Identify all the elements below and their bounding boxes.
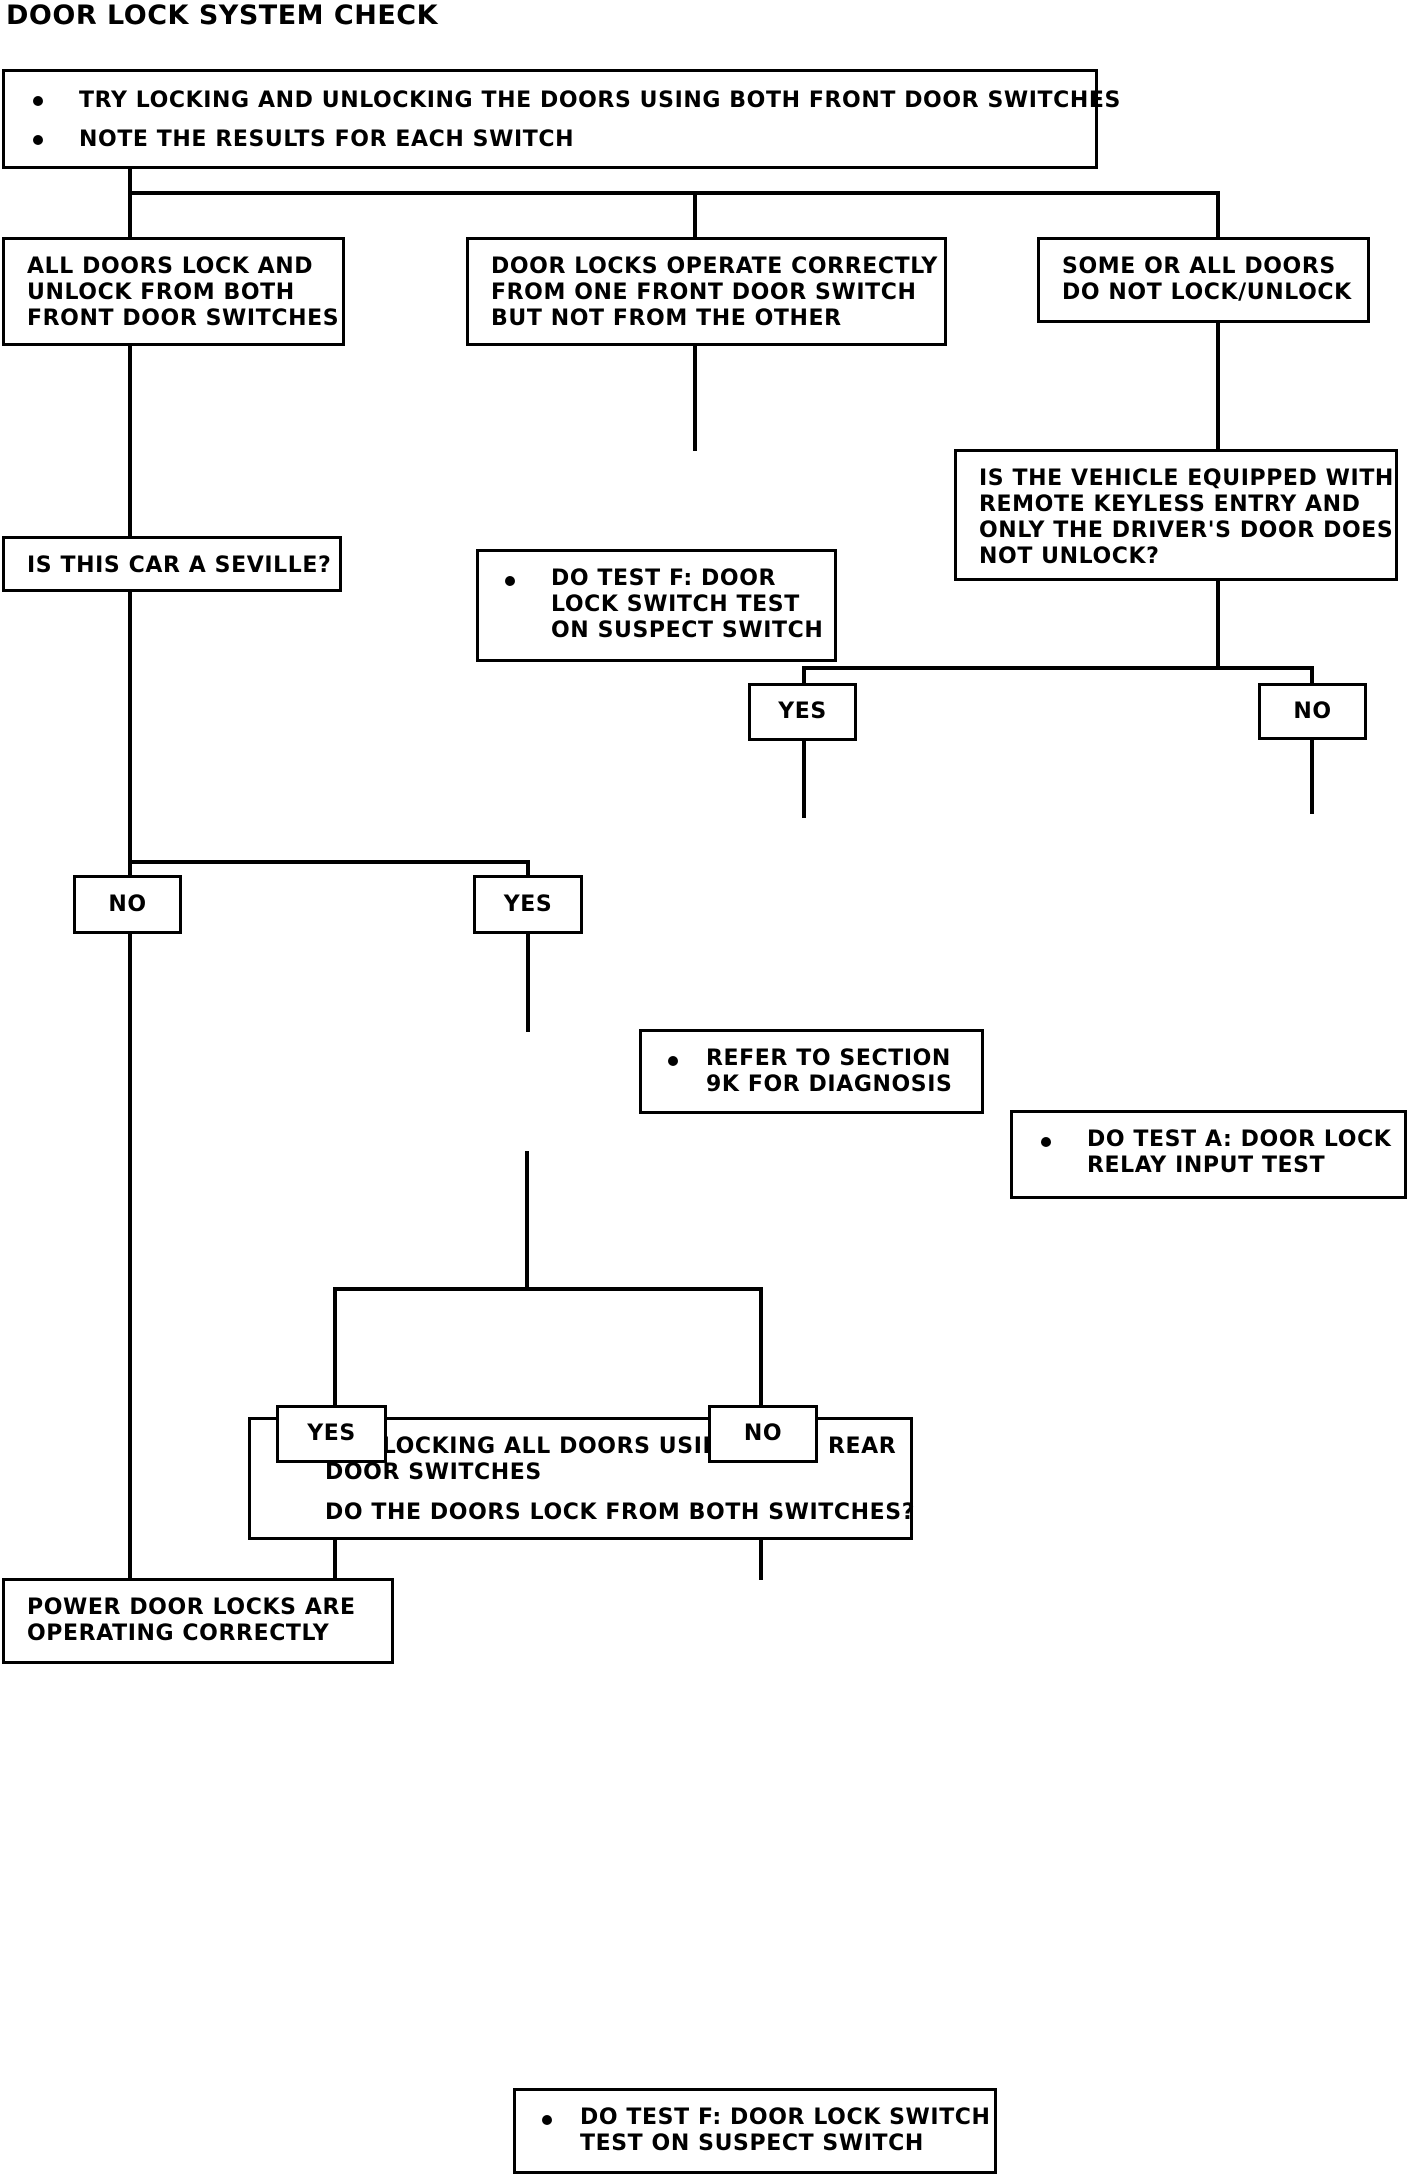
box-line: DOOR SWITCHES — [325, 1460, 542, 1485]
box-line: ALL DOORS LOCK AND — [27, 254, 314, 279]
bullet-icon — [1041, 1137, 1051, 1147]
rear-yes-label: YES — [276, 1405, 387, 1463]
some-doors-box: SOME OR ALL DOORS DO NOT LOCK/UNLOCK — [1037, 237, 1370, 323]
box-line: DO TEST F: DOOR — [551, 566, 777, 591]
box-line: IS THE VEHICLE EQUIPPED WITH — [979, 466, 1394, 491]
box-line: FROM ONE FRONT DOOR SWITCH — [491, 280, 917, 305]
box-line: BUT NOT FROM THE OTHER — [491, 306, 842, 331]
connector-keyless-to-no — [1216, 666, 1314, 685]
connector-seville-split — [128, 590, 530, 877]
bullet-icon — [33, 135, 43, 145]
box-line: ONLY THE DRIVER'S DOOR DOES — [979, 518, 1394, 543]
box-line: RELAY INPUT TEST — [1087, 1153, 1326, 1178]
connector-rear-to-no — [525, 1287, 763, 1407]
one-switch-box: DOOR LOCKS OPERATE CORRECTLY FROM ONE FR… — [466, 237, 947, 346]
seville-question-box: IS THIS CAR A SEVILLE? — [2, 536, 342, 592]
box-line: REFER TO SECTION — [706, 1046, 951, 1071]
connector-rear-split — [333, 1151, 529, 1407]
box-line: 9K FOR DIAGNOSIS — [706, 1072, 953, 1097]
box-line: REMOTE KEYLESS ENTRY AND — [979, 492, 1361, 517]
box-line: LOCK SWITCH TEST — [551, 592, 800, 617]
seville-no-label: NO — [73, 875, 182, 934]
rear-switches-question: DO THE DOORS LOCK FROM BOTH SWITCHES? — [325, 1500, 916, 1525]
keyless-no-label: NO — [1258, 683, 1367, 740]
box-line: DOOR LOCKS OPERATE CORRECTLY — [491, 254, 938, 279]
box-line: FRONT DOOR SWITCHES — [27, 306, 340, 331]
bullet-icon — [505, 576, 515, 586]
box-line: DO NOT LOCK/UNLOCK — [1062, 280, 1352, 305]
start-instructions-box: TRY LOCKING AND UNLOCKING THE DOORS USIN… — [2, 69, 1120, 169]
keyless-entry-question-box: IS THE VEHICLE EQUIPPED WITH REMOTE KEYL… — [954, 449, 1398, 581]
test-a-box: DO TEST A: DOOR LOCK RELAY INPUT TEST — [1010, 1110, 1407, 1199]
box-line: IS THIS CAR A SEVILLE? — [27, 553, 332, 578]
rear-no-label: NO — [708, 1405, 818, 1463]
box-line: DO TEST A: DOOR LOCK — [1087, 1127, 1392, 1152]
box-line: DO TEST F: DOOR LOCK SWITCH — [580, 2105, 991, 2130]
diagram-title: DOOR LOCK SYSTEM CHECK — [6, 0, 439, 31]
bullet-icon — [542, 2115, 552, 2125]
box-line: UNLOCK FROM BOTH — [27, 280, 295, 305]
box-line: NOT UNLOCK? — [979, 544, 1160, 569]
operating-correctly-box: POWER DOOR LOCKS ARE OPERATING CORRECTLY — [2, 1578, 394, 1664]
start-instruction-1: TRY LOCKING AND UNLOCKING THE DOORS USIN… — [79, 88, 1121, 113]
section-9k-box: REFER TO SECTION 9K FOR DIAGNOSIS — [639, 1029, 984, 1114]
seville-yes-label: YES — [473, 875, 583, 934]
test-f-final-box: DO TEST F: DOOR LOCK SWITCH TEST ON SUSP… — [513, 2088, 997, 2174]
box-line: OPERATING CORRECTLY — [27, 1621, 330, 1646]
box-line: POWER DOOR LOCKS ARE — [27, 1595, 356, 1620]
bullet-icon — [33, 96, 43, 106]
box-line: SOME OR ALL DOORS — [1062, 254, 1336, 279]
all-doors-lock-box: ALL DOORS LOCK AND UNLOCK FROM BOTH FRON… — [2, 237, 345, 346]
box-line: TEST ON SUSPECT SWITCH — [580, 2131, 924, 2156]
connector-keyless-split — [802, 579, 1220, 685]
box-line: ON SUSPECT SWITCH — [551, 618, 824, 643]
flowchart-connectors — [128, 165, 1314, 1580]
start-instruction-2: NOTE THE RESULTS FOR EACH SWITCH — [79, 127, 575, 152]
test-f-door-box: DO TEST F: DOOR LOCK SWITCH TEST ON SUSP… — [476, 549, 837, 662]
box-line: TRY LOCKING ALL DOORS USING BOTH REAR — [325, 1434, 897, 1459]
bullet-icon — [668, 1056, 678, 1066]
connector-start-split — [128, 165, 1220, 239]
keyless-yes-label: YES — [748, 683, 857, 741]
